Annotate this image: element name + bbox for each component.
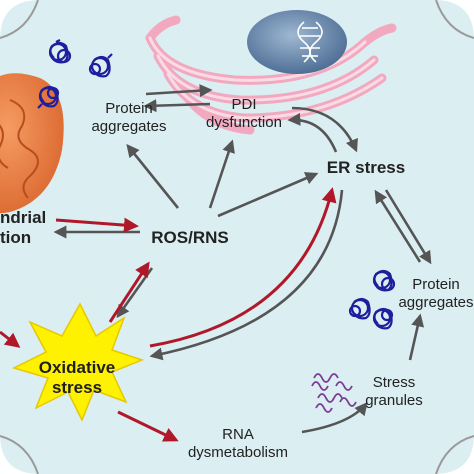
stress-granules-label: Stress granules <box>365 374 423 409</box>
mitochondrion <box>0 73 64 214</box>
er-stress-label: ER stress <box>326 158 406 177</box>
nucleus <box>247 10 347 74</box>
oxidative-stress-label: Oxidative stress <box>38 358 116 398</box>
arrow-er-to-oxidative <box>149 189 344 361</box>
arrow-aggregates-to-pdi <box>145 84 213 98</box>
arrow-granules-to-aggregates <box>408 313 425 361</box>
mitochondrial-dysfunction-label: ndrial tion <box>0 208 47 248</box>
arrow-ros-to-pdi <box>208 139 235 209</box>
arrow-oxidative-to-er <box>149 187 337 348</box>
arrow-mito-to-ros <box>55 217 139 233</box>
arrow-rna-to-granules <box>301 401 368 434</box>
arrow-ros-to-aggregates <box>126 143 180 209</box>
arrow-er-to-pdi-1 <box>287 112 338 153</box>
arrow-oxidative-to-ros <box>108 261 150 323</box>
ros-rns-label: ROS/RNS <box>151 228 229 247</box>
starburst-icon <box>11 302 145 422</box>
stress-granule-icon <box>311 373 357 413</box>
protein-aggregate-icon <box>37 39 113 109</box>
arrow-into-oxidative <box>0 330 21 348</box>
arrow-ros-to-er <box>217 172 319 218</box>
arrow-aggregates-to-er <box>374 189 422 263</box>
arrow-oxidative-to-rna <box>117 410 179 442</box>
protein-aggregates-label-right: Protein aggregates <box>398 276 474 311</box>
arrow-er-to-aggregates <box>384 189 432 265</box>
rna-dysmetabolism-label: RNA dysmetabolism <box>187 426 289 461</box>
protein-aggregate-icon <box>348 269 396 330</box>
red-arrows <box>0 187 337 442</box>
protein-aggregates-label-top: Protein aggregates <box>91 100 167 135</box>
arrow-pdi-to-er <box>291 106 358 153</box>
pdi-dysfunction-label: PDI dysfunction <box>206 96 282 131</box>
dna-helix-icon <box>297 21 323 63</box>
arrow-pdi-to-aggregates <box>143 99 211 113</box>
